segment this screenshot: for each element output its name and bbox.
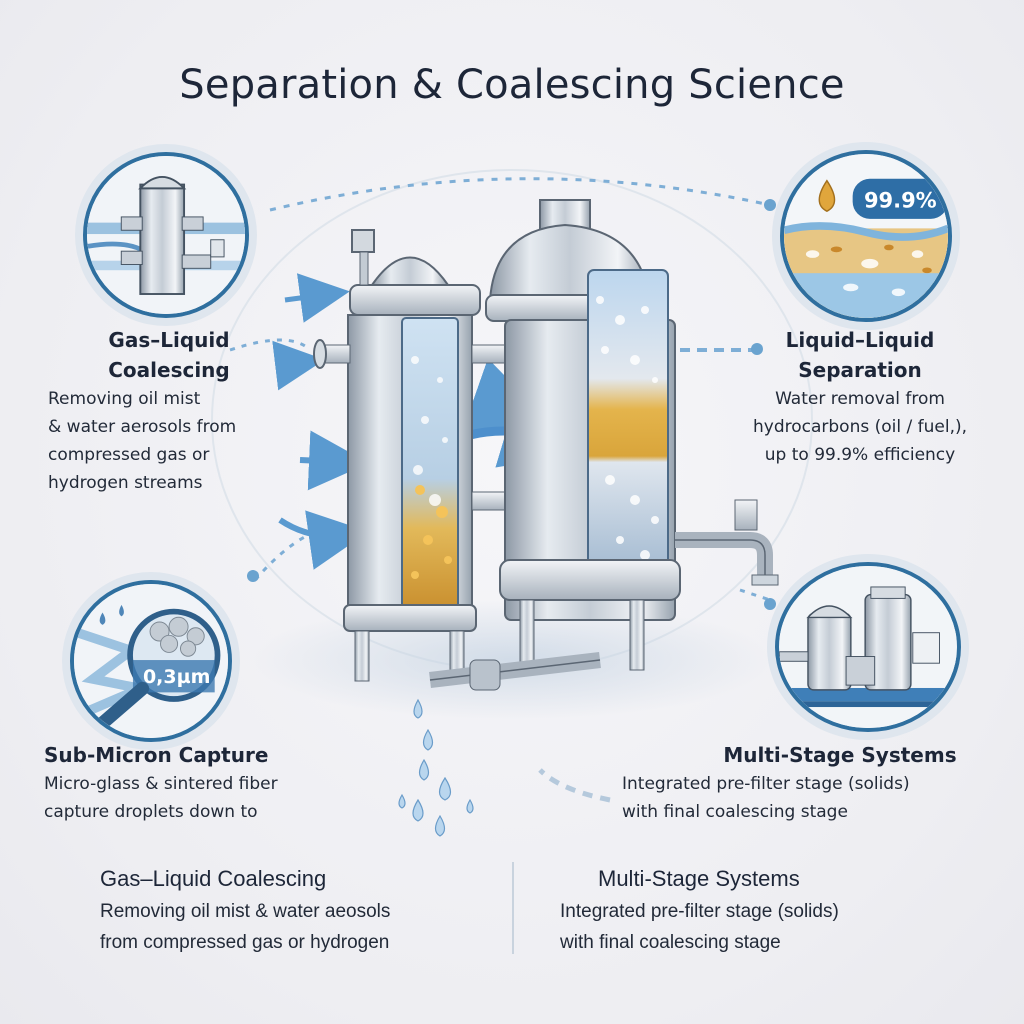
multi-stage-heading: Multi-Stage Systems [723,743,957,767]
gas-liquid-heading-line1: Gas–Liquid [108,328,230,352]
oil-water-droplet-icon: 99.9% [784,154,948,318]
footer-left-section: Gas–Liquid Coalescing Removing oil mist … [100,862,480,958]
gas-liquid-body-line: compressed gas or [48,445,210,465]
footer-right-body-line: with final coalescing stage [560,932,781,953]
multi-stage-body-line: Integrated pre-filter stage (solids) [622,774,910,794]
gas-liquid-section: Gas–Liquid Coalescing Removing oil mist … [34,325,304,497]
footer-right-section: Multi-Stage Systems Integrated pre-filte… [560,862,960,958]
gas-liquid-body-line: Removing oil mist [48,389,201,409]
footer-left-body-line: from compressed gas or hydrogen [100,932,390,953]
page-title: Separation & Coalescing Science [179,62,845,108]
footer-right-heading: Multi-Stage Systems [598,866,800,891]
magnifier-fiber-icon: 0,3µm [74,584,228,738]
liquid-liquid-body-line: up to 99.9% efficiency [764,445,956,465]
skid-mounted-vessels-icon [779,566,957,728]
gas-liquid-illustration [83,152,249,318]
sub-micron-body-line: Micro-glass & sintered fiber [44,774,278,794]
liquid-liquid-illustration: 99.9% [780,150,952,322]
footer-right-body-line: Integrated pre-filter stage (solids) [560,901,839,922]
multi-stage-section: Multi-Stage Systems Integrated pre-filte… [610,740,1010,826]
liquid-liquid-heading-line2: Separation [798,358,922,382]
micron-badge: 0,3µm [143,666,210,688]
liquid-liquid-body-line: Water removal from [775,389,945,409]
footer-divider [512,862,514,954]
sub-micron-illustration: 0,3µm [70,580,232,742]
multi-stage-body-line: with final coalescing stage [622,802,848,822]
liquid-liquid-section: Liquid–Liquid Separation Water removal f… [700,325,1020,469]
vertical-filter-housing-icon [87,156,245,314]
gas-liquid-body-line: & water aerosols from [48,417,237,437]
multi-stage-illustration [775,562,961,732]
liquid-liquid-heading-line1: Liquid–Liquid [785,328,935,352]
liquid-liquid-body-line: hydrocarbons (oil / fuel,), [752,417,968,437]
gas-liquid-heading-line2: Coalescing [108,358,230,382]
sub-micron-body-line: capture droplets down to [44,802,258,822]
footer-left-body-line: Removing oil mist & water aeosols [100,901,391,922]
footer-left-heading: Gas–Liquid Coalescing [100,866,327,891]
sub-micron-section: Sub-Micron Capture Micro-glass & sintere… [44,740,344,826]
efficiency-badge: 99.9% [864,188,937,212]
gas-liquid-body-line: hydrogen streams [48,473,203,493]
sub-micron-heading: Sub-Micron Capture [44,743,269,767]
